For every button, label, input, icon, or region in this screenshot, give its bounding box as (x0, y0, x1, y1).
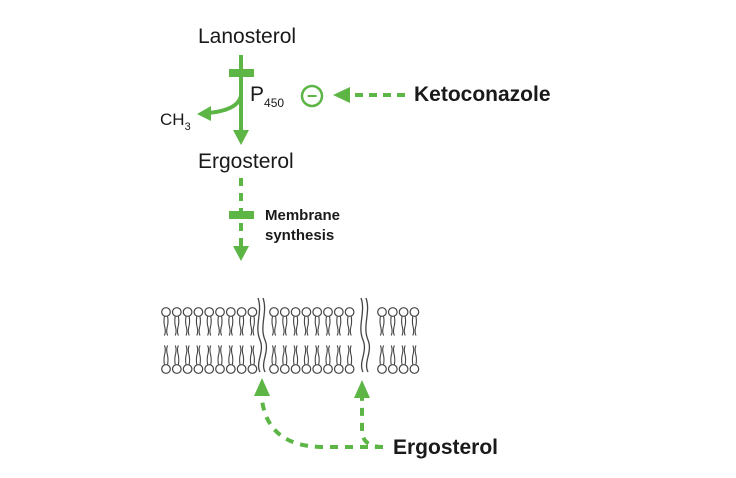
process-label-line2: synthesis (265, 227, 334, 244)
enzyme-label: P450 (250, 83, 284, 110)
phospholipid (377, 307, 387, 374)
phospholipid (387, 307, 398, 374)
phospholipid (312, 307, 323, 374)
ergosterol-insert-right (360, 297, 366, 373)
phospholipid (215, 307, 225, 374)
phospholipid (301, 307, 312, 374)
ergosterol-insert-left-edge (262, 297, 268, 373)
phospholipid (333, 307, 344, 374)
phospholipid (323, 307, 333, 374)
ergosterol-bottom-label: Ergosterol (393, 436, 498, 459)
inhibition-minus-icon: − (307, 86, 318, 106)
ergosterol-insert-left (257, 297, 263, 373)
process-label-line1: Membrane (265, 207, 340, 224)
phospholipid (225, 307, 236, 374)
methyl-branch-arrow (207, 94, 243, 115)
synthesis-block-bar (229, 211, 254, 219)
phospholipid (409, 307, 420, 374)
phospholipid (290, 307, 301, 374)
lanosterol-label: Lanosterol (198, 25, 296, 48)
phospholipid (161, 307, 171, 374)
ergosterol-dashed-arrow-left (260, 399, 383, 449)
inhibition-circle-icon (300, 84, 324, 108)
phospholipid (193, 307, 204, 374)
phospholipid (344, 307, 355, 374)
inhibitor-arrowhead (333, 87, 350, 103)
ketoconazole-label: Ketoconazole (414, 83, 551, 106)
phospholipid (182, 307, 193, 374)
phospholipid (279, 307, 290, 374)
ergosterol-dashed-arrow-right (360, 398, 384, 449)
ergosterol-top-label: Ergosterol (198, 150, 294, 173)
ergosterol-arrowhead-right (354, 380, 370, 398)
phospholipid (171, 307, 182, 374)
phospholipid (269, 307, 279, 374)
phospholipid (236, 307, 247, 374)
phospholipid (398, 307, 409, 374)
ergosterol-insert-right-edge (365, 297, 371, 373)
phospholipid (247, 307, 258, 374)
methyl-branch-arrowhead (197, 106, 211, 121)
ergosterol-arrowhead-left (254, 378, 270, 396)
enzyme-block-bar (229, 69, 254, 77)
synthesis-arrowhead (233, 246, 249, 261)
methyl-label: CH3 (160, 110, 191, 133)
phospholipid (204, 307, 215, 374)
conversion-arrow-head (233, 130, 249, 145)
lipid-bilayer-membrane (161, 307, 420, 374)
